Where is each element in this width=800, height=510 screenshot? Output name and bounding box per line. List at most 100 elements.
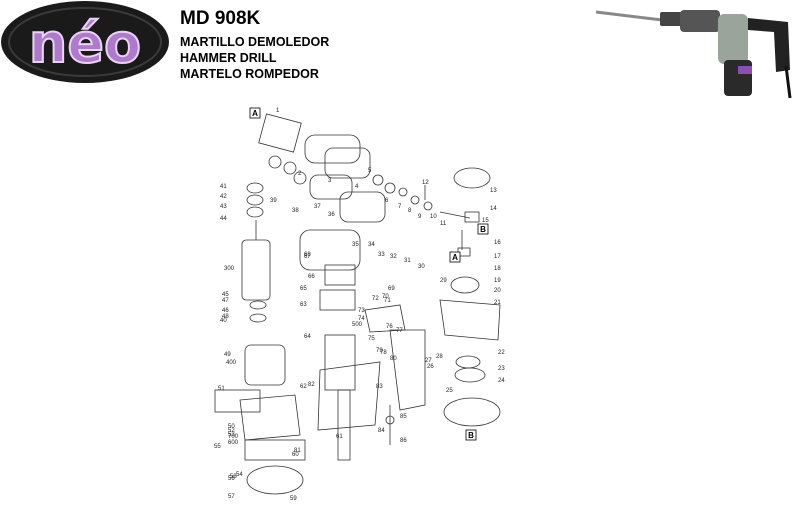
part-number-label: 70 xyxy=(382,294,389,300)
part-number-label: 52 xyxy=(228,428,235,434)
part-number-label: 8 xyxy=(408,208,412,214)
part-number-label: 400 xyxy=(226,360,237,366)
part-number-label: 66 xyxy=(308,274,315,280)
part-number-label: 10 xyxy=(430,214,437,220)
part-number-label: 80 xyxy=(390,356,397,362)
part-number-label: 14 xyxy=(490,206,497,212)
part-number-label: 5 xyxy=(368,168,372,174)
part-number-label: 63 xyxy=(300,302,307,308)
part-number-label: 35 xyxy=(352,242,359,248)
part-number-label: 29 xyxy=(440,278,447,284)
part-number-label: 79 xyxy=(376,348,383,354)
part-number-label: 84 xyxy=(378,428,385,434)
part-number-label: 46 xyxy=(222,308,229,314)
part-number-label: 50 xyxy=(228,424,235,430)
diagram-markers: A A B B xyxy=(249,107,489,441)
svg-text:A: A xyxy=(252,109,258,118)
part-number-label: 77 xyxy=(396,328,403,334)
part-number-label: 45 xyxy=(222,292,229,298)
part-number-label: 78 xyxy=(380,350,387,356)
part-number-label: 57 xyxy=(228,494,235,500)
part-number-label: 24 xyxy=(498,378,505,384)
logo-text: néo xyxy=(29,12,141,75)
part-number-label: 44 xyxy=(220,216,227,222)
product-name-en: HAMMER DRILL xyxy=(180,51,277,65)
part-number-label: 19 xyxy=(494,278,501,284)
svg-text:B: B xyxy=(468,431,474,440)
part-number-label: 42 xyxy=(220,194,227,200)
header: MD 908K MARTILLO DEMOLEDOR HAMMER DRILL … xyxy=(180,8,329,82)
part-number-label: 20 xyxy=(494,288,501,294)
part-number-label: 4 xyxy=(355,184,359,190)
hammer-drill-image xyxy=(595,10,792,99)
part-number-label: 39 xyxy=(270,198,277,204)
part-number-label: 64 xyxy=(304,334,311,340)
part-number-label: 51 xyxy=(218,386,225,392)
part-number-label: 86 xyxy=(400,438,407,444)
part-number-label: 72 xyxy=(372,296,379,302)
part-number-label: 13 xyxy=(490,188,497,194)
model-number: MD 908K xyxy=(180,8,261,29)
part-number-label: 22 xyxy=(498,350,505,356)
part-number-label: 31 xyxy=(404,258,411,264)
part-number-label: 15 xyxy=(482,218,489,224)
part-number-label: 12 xyxy=(422,180,429,186)
part-number-label: 28 xyxy=(436,354,443,360)
part-number-label: 85 xyxy=(400,414,407,420)
part-number-label: 37 xyxy=(314,204,321,210)
part-number-label: 55 xyxy=(214,444,221,450)
part-number-label: 58 xyxy=(230,474,237,480)
part-number-label: 26 xyxy=(427,364,434,370)
part-number-label: 25 xyxy=(446,388,453,394)
part-number-label: 600 xyxy=(228,440,239,446)
part-number-label: 16 xyxy=(494,240,501,246)
part-number-label: 2 xyxy=(298,171,302,177)
product-name-es: MARTILLO DEMOLEDOR xyxy=(180,35,330,49)
part-number-label: 700 xyxy=(228,434,239,440)
part-number-label: 60 xyxy=(292,452,299,458)
part-number-label: 73 xyxy=(358,308,365,314)
part-number-label: 61 xyxy=(336,434,343,440)
part-number-label: 65 xyxy=(300,286,307,292)
part-number-label: 17 xyxy=(494,254,501,260)
part-number-label: 56 xyxy=(228,476,235,482)
part-number-label: 48 xyxy=(222,314,229,320)
part-number-label: 49 xyxy=(224,352,231,358)
part-number-label: 30 xyxy=(418,264,425,270)
part-number-label: 69 xyxy=(388,286,395,292)
part-number-label: 67 xyxy=(304,254,311,260)
part-number-label: 9 xyxy=(418,214,422,220)
part-number-label: 54 xyxy=(236,472,243,478)
part-number-label: 76 xyxy=(386,324,393,330)
part-number-label: 23 xyxy=(498,366,505,372)
part-number-label: 83 xyxy=(376,384,383,390)
part-number-label: 40 xyxy=(220,318,227,324)
part-number-label: 500 xyxy=(352,322,363,328)
part-number-label: 32 xyxy=(390,254,397,260)
part-number-label: 3 xyxy=(328,178,332,184)
part-number-label: 36 xyxy=(328,212,335,218)
exploded-parts-diagram: 1 2 3 4 5 6 7 8 9 10 11 12 13 14 15 16 1… xyxy=(214,107,505,502)
part-number-label: 71 xyxy=(384,298,391,304)
part-number-label: 6 xyxy=(385,198,389,204)
part-number-label: 21 xyxy=(494,300,501,306)
part-number-label: 47 xyxy=(222,298,229,304)
part-number-label: 41 xyxy=(220,184,227,190)
neo-logo: néo xyxy=(1,1,169,83)
part-number-label: 27 xyxy=(425,358,432,364)
part-number-label: 7 xyxy=(398,204,402,210)
part-number-label: 53 xyxy=(228,432,235,438)
part-number-label: 33 xyxy=(378,252,385,258)
part-number-label: 62 xyxy=(300,384,307,390)
part-number-label: 68 xyxy=(304,252,311,258)
part-number-label: 81 xyxy=(294,448,301,454)
product-name-pt: MARTELO ROMPEDOR xyxy=(180,67,319,81)
svg-text:A: A xyxy=(452,253,458,262)
part-number-label: 11 xyxy=(440,221,447,227)
part-number-label: 59 xyxy=(290,496,297,502)
part-number-label: 300 xyxy=(224,266,235,272)
part-number-label: 82 xyxy=(308,382,315,388)
part-number-label: 1 xyxy=(276,108,280,114)
part-number-label: 43 xyxy=(220,204,227,210)
part-number-label: 38 xyxy=(292,208,299,214)
